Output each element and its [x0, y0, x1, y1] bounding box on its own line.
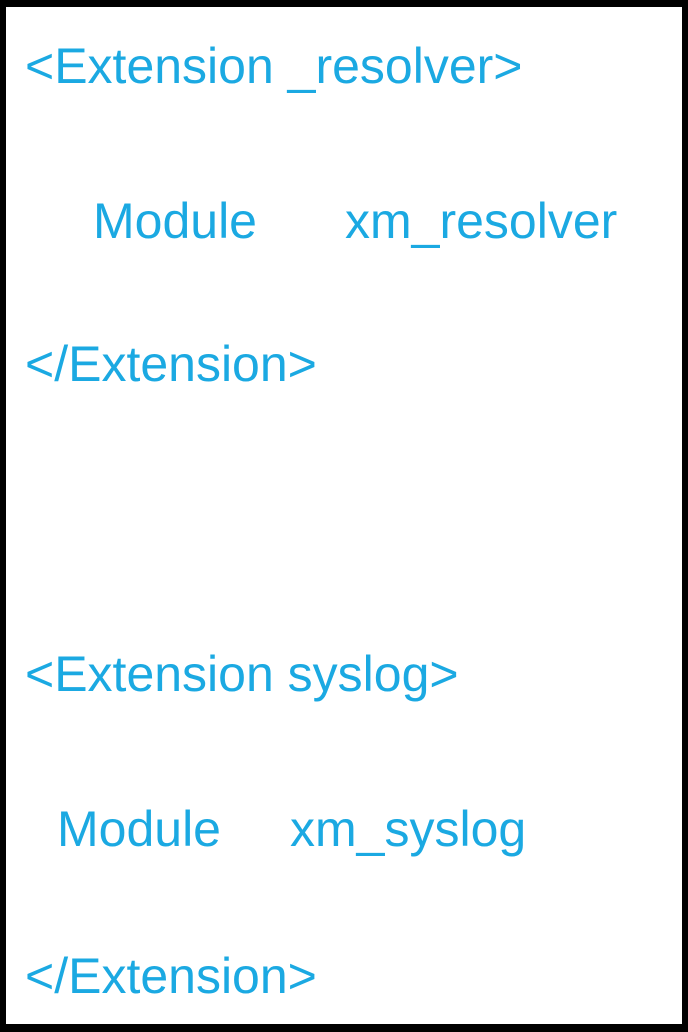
- extension-syslog-open-tag: <Extension syslog>: [25, 646, 459, 702]
- resolver-module-value: xm_resolver: [345, 193, 618, 249]
- extension-syslog-close-tag: </Extension>: [25, 948, 317, 1004]
- syslog-module-value: xm_syslog: [290, 801, 527, 857]
- extension-resolver-close-tag: </Extension>: [25, 336, 317, 392]
- syslog-module-directive: Module: [57, 801, 221, 857]
- resolver-module-directive: Module: [93, 193, 257, 249]
- extension-resolver-open-tag: <Extension _resolver>: [25, 38, 523, 94]
